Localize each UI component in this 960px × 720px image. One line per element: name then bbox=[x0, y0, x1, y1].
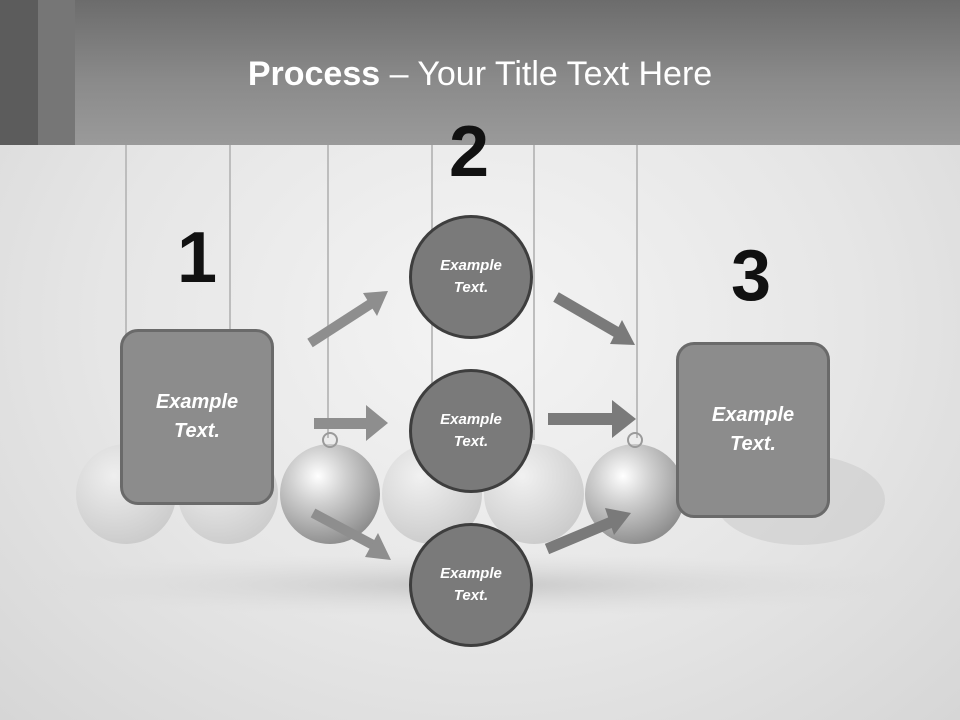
step-3-box: Example Text. bbox=[676, 342, 830, 518]
title-bar-accent-dark bbox=[0, 0, 38, 145]
arrow-circle-top-to-box3 bbox=[553, 292, 635, 345]
cradle-ball bbox=[280, 444, 380, 544]
step-1-box: Example Text. bbox=[120, 329, 274, 505]
arrow-circle-bottom-to-box3 bbox=[544, 508, 631, 555]
arrow-box1-to-circle-top bbox=[307, 291, 388, 348]
arrow-box1-to-circle-bottom bbox=[310, 508, 391, 560]
arrow-box1-to-circle-middle bbox=[314, 405, 388, 441]
step-2-circle-bottom: Example Text. bbox=[409, 523, 533, 647]
title-bar-accent-light bbox=[38, 0, 75, 145]
slide-title-bold: Process bbox=[247, 55, 381, 93]
slide-title-rest: – Your Title Text Here bbox=[380, 55, 713, 93]
title-bar bbox=[0, 0, 960, 145]
step-number-1: 1 bbox=[177, 218, 218, 298]
flow-arrows bbox=[307, 291, 391, 560]
flow-arrows-right bbox=[544, 292, 636, 555]
step-number-3: 3 bbox=[731, 236, 772, 316]
arrow-circle-middle-to-box3 bbox=[548, 400, 636, 438]
step-number-2: 2 bbox=[449, 112, 490, 192]
slide-title: Process – Your Title Text Here bbox=[0, 55, 960, 94]
step-2-circle-middle: Example Text. bbox=[409, 369, 533, 493]
step-2-circle-top: Example Text. bbox=[409, 215, 533, 339]
